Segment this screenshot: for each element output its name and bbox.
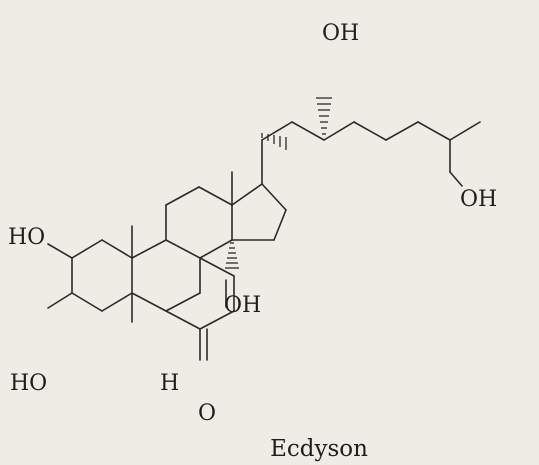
- hashed-bond-c14: [225, 242, 239, 269]
- substituent-bonds: [47, 171, 233, 323]
- ring-b: [131, 239, 201, 312]
- molecule-name-caption: Ecdyson: [270, 436, 368, 462]
- label-o-ketone: O: [198, 401, 216, 426]
- ring-a: [71, 239, 133, 312]
- label-oh-c14: OH: [224, 293, 261, 318]
- label-h-c5: H: [160, 371, 179, 396]
- ring-d: [231, 183, 287, 241]
- side-chain: [261, 121, 481, 187]
- label-ho-c3: HO: [10, 371, 47, 396]
- hashed-bond-c22: [316, 97, 332, 135]
- ring-c: [165, 186, 233, 259]
- label-ho-c2: HO: [8, 225, 45, 250]
- label-oh-c22: OH: [322, 21, 359, 46]
- hashed-bond-c20: [261, 133, 287, 150]
- label-oh-c25: OH: [460, 187, 497, 212]
- enone-system: [165, 257, 235, 361]
